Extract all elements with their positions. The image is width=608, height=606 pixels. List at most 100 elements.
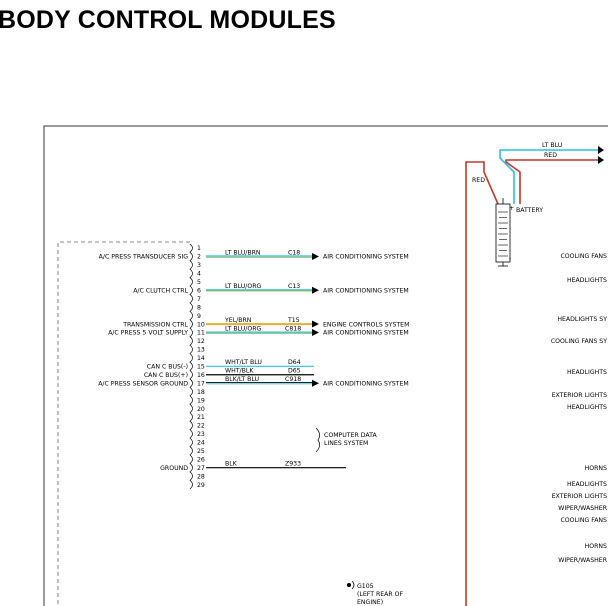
pin-number: 18 bbox=[197, 389, 205, 396]
circuit-label: A/C PRESS SENSOR GROUND bbox=[98, 380, 188, 387]
circuit-code: C918 bbox=[285, 376, 301, 383]
circuit-pin-16: CAN C BUS(+) WHT/BLK D65 bbox=[144, 368, 314, 379]
module-outline bbox=[57, 241, 190, 606]
battery-minus: - bbox=[509, 255, 511, 262]
connector-pins: 1234567891011121314151617181920212223242… bbox=[189, 243, 205, 490]
pin-number: 5 bbox=[197, 279, 201, 286]
right-system-label: EXTERIOR LIGHTS bbox=[552, 493, 607, 500]
pin-number: 15 bbox=[197, 364, 205, 371]
arrow-icon bbox=[312, 320, 319, 328]
battery-section: LT BLU RED RED + - BATTERY bbox=[465, 142, 604, 606]
wire-color: WHT/LT BLU bbox=[225, 359, 262, 366]
right-system-label: HEADLIGHTS bbox=[567, 369, 607, 376]
circuit-label: A/C PRESS TRANSDUCER SIG bbox=[99, 254, 189, 261]
wire-color: LT BLU/BRN bbox=[225, 249, 261, 256]
ground-label-2: (LEFT REAR OF bbox=[357, 591, 404, 598]
pin-number: 4 bbox=[197, 271, 201, 278]
battery-label: BATTERY bbox=[516, 207, 543, 214]
circuit-label: GROUND bbox=[160, 465, 188, 472]
circuit-code: D64 bbox=[288, 359, 301, 366]
right-system-label: HEADLIGHTS SY bbox=[557, 316, 607, 323]
battery-wire-red-left: RED bbox=[472, 177, 485, 184]
circuit-destination: ENGINE CONTROLS SYSTEM bbox=[323, 321, 409, 328]
pin-number: 12 bbox=[197, 338, 205, 345]
circuit-code: C13 bbox=[288, 283, 300, 290]
pin-number: 2 bbox=[197, 254, 201, 261]
circuit-destination: AIR CONDITIONING SYSTEM bbox=[323, 380, 409, 387]
pin-number: 13 bbox=[197, 347, 205, 354]
arrow-icon bbox=[312, 329, 319, 336]
pin-number: 22 bbox=[197, 423, 205, 430]
ground-g105: G105 (LEFT REAR OF ENGINE) bbox=[347, 580, 404, 606]
pin-number: 21 bbox=[197, 414, 205, 421]
wire-color: YEL/BRN bbox=[224, 317, 252, 324]
pin-number: 16 bbox=[197, 372, 205, 379]
pin-number: 14 bbox=[197, 355, 205, 362]
bus-dest-line-1: COMPUTER DATA bbox=[324, 432, 377, 439]
wire-color: LT BLU/ORG bbox=[225, 325, 262, 332]
battery-plates bbox=[498, 198, 508, 257]
pin-number: 10 bbox=[197, 321, 205, 328]
circuit-destination: AIR CONDITIONING SYSTEM bbox=[323, 254, 409, 261]
circuit-destination: AIR CONDITIONING SYSTEM bbox=[323, 287, 409, 294]
pin-number: 3 bbox=[197, 262, 201, 269]
circuits: A/C PRESS TRANSDUCER SIG LT BLU/BRN C18AIR… bbox=[98, 249, 409, 472]
page-title: BODY CONTROL MODULES bbox=[0, 6, 336, 34]
connector-edge bbox=[189, 243, 193, 490]
pin-number: 20 bbox=[197, 406, 205, 413]
right-labels: COOLING FANS HEADLIGHTS HEADLIGHTS SY COOLI… bbox=[551, 253, 608, 564]
right-system-label: HEADLIGHTS bbox=[567, 404, 607, 411]
circuit-pin-2: A/C PRESS TRANSDUCER SIG LT BLU/BRN C18AIR… bbox=[99, 249, 409, 260]
circuit-code: T15 bbox=[287, 317, 300, 324]
circuit-label: TRANSMISSION CTRL bbox=[122, 321, 188, 328]
pin-number: 19 bbox=[197, 397, 205, 404]
ground-splice bbox=[347, 583, 351, 587]
pin-number: 11 bbox=[197, 330, 205, 337]
bus-dest-line-2: LINES SYSTEM bbox=[324, 440, 368, 447]
battery-wire-ltblu: LT BLU bbox=[542, 142, 562, 149]
ground-label-1: G105 bbox=[357, 583, 374, 590]
right-system-label: COOLING FANS bbox=[560, 253, 607, 260]
pin-number: 27 bbox=[197, 465, 205, 472]
circuit-pin-15: CAN C BUS(-) WHT/LT BLU D64 bbox=[147, 359, 314, 371]
battery-plus: + bbox=[509, 205, 514, 212]
pin-number: 9 bbox=[197, 313, 201, 320]
pin-number: 28 bbox=[197, 473, 205, 480]
right-system-label: COOLING FANS SY bbox=[551, 338, 607, 345]
circuit-label: A/C PRESS 5 VOLT SUPPLY bbox=[108, 330, 188, 337]
ltblu-arrow-icon bbox=[598, 146, 604, 154]
right-system-label: EXTERIOR LIGHTS bbox=[552, 392, 607, 399]
wire-color: WHT/BLK bbox=[225, 368, 254, 375]
right-system-label: HORNS bbox=[585, 465, 607, 472]
wire-color: LT BLU/ORG bbox=[225, 283, 262, 290]
circuit-code: C818 bbox=[285, 325, 301, 332]
arrow-icon bbox=[312, 379, 319, 387]
right-system-label: WIPER/WASHER bbox=[558, 505, 607, 512]
right-system-label: HEADLIGHTS bbox=[567, 481, 607, 488]
pin-number: 1 bbox=[197, 245, 201, 252]
circuit-code: D65 bbox=[288, 368, 301, 375]
circuit-label: CAN C BUS(-) bbox=[147, 364, 188, 371]
right-system-label: HORNS bbox=[585, 543, 607, 550]
circuit-pin-11: A/C PRESS 5 VOLT SUPPLY LT BLU/ORG C818AIR… bbox=[108, 325, 409, 336]
pin-number: 23 bbox=[197, 431, 205, 438]
circuit-label: A/C CLUTCH CTRL bbox=[133, 287, 188, 294]
pin-number: 17 bbox=[197, 380, 205, 387]
pin-number: 29 bbox=[197, 482, 205, 489]
circuit-code: C18 bbox=[288, 249, 300, 256]
pin-number: 25 bbox=[197, 448, 205, 455]
pin-number: 6 bbox=[197, 287, 201, 294]
circuit-label: CAN C BUS(+) bbox=[144, 372, 188, 379]
pin-number: 7 bbox=[197, 296, 201, 303]
circuit-destination: AIR CONDITIONING SYSTEM bbox=[323, 330, 409, 337]
pin-number: 26 bbox=[197, 456, 205, 463]
right-system-label: COOLING FANS bbox=[560, 517, 607, 524]
circuit-code: Z933 bbox=[285, 461, 301, 468]
pin-number: 8 bbox=[197, 304, 201, 311]
right-system-label: HEADLIGHTS bbox=[567, 277, 607, 284]
